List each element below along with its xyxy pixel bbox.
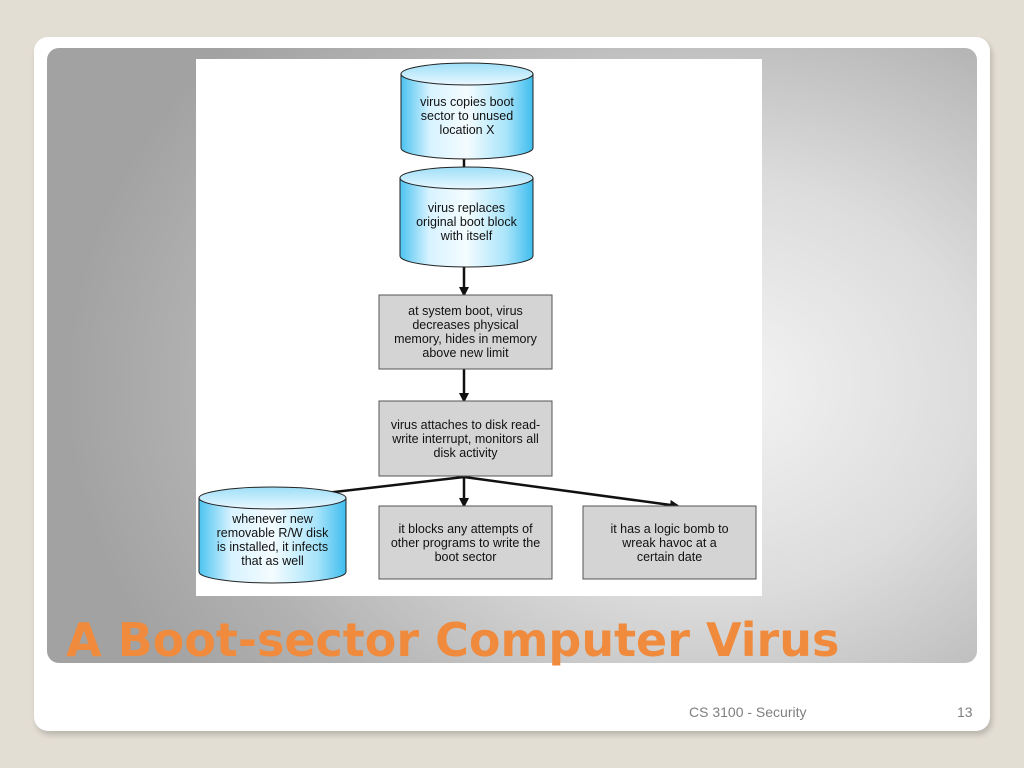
node-attach-box: [378, 400, 553, 477]
cylinder-top: [399, 166, 534, 190]
flowchart-canvas: [198, 62, 757, 584]
cylinder-top: [198, 486, 347, 510]
cylinder-body: [198, 497, 347, 584]
cylinder-top: [400, 62, 534, 86]
node-label-block: it blocks any attempts of other programs…: [390, 521, 541, 564]
box-rect: [378, 294, 553, 370]
node-block-box: [378, 505, 553, 580]
node-label-infect: whenever new removable R/W disk is insta…: [216, 511, 329, 568]
node-label-bomb: it has a logic bomb to wreak havoc at a …: [610, 521, 729, 564]
slide-title: A Boot-sector Computer Virus: [66, 613, 840, 667]
cylinder-body: [399, 177, 534, 268]
footer-course-label: CS 3100 - Security: [689, 704, 807, 720]
box-rect: [378, 505, 553, 580]
node-bomb-box: [582, 505, 757, 580]
node-label-boot: at system boot, virus decreases physical…: [394, 304, 537, 360]
box-rect: [378, 400, 553, 477]
page-number: 13: [957, 704, 973, 720]
node-infect-cylinder: [198, 486, 347, 584]
cylinder-body: [400, 73, 534, 160]
node-label-copy: virus copies boot sector to unused locat…: [420, 94, 514, 137]
node-replace-cylinder: [399, 166, 534, 268]
arrow-attach-to-bomb: [463, 475, 680, 510]
node-boot-box: [378, 294, 553, 370]
node-copy-cylinder: [400, 62, 534, 160]
node-label-replace: virus replaces original boot block with …: [416, 200, 517, 243]
boot-virus-flowchart: virus copies boot sector to unused locat…: [196, 59, 762, 596]
box-rect: [582, 505, 757, 580]
node-label-attach: virus attaches to disk read- write inter…: [390, 417, 541, 460]
